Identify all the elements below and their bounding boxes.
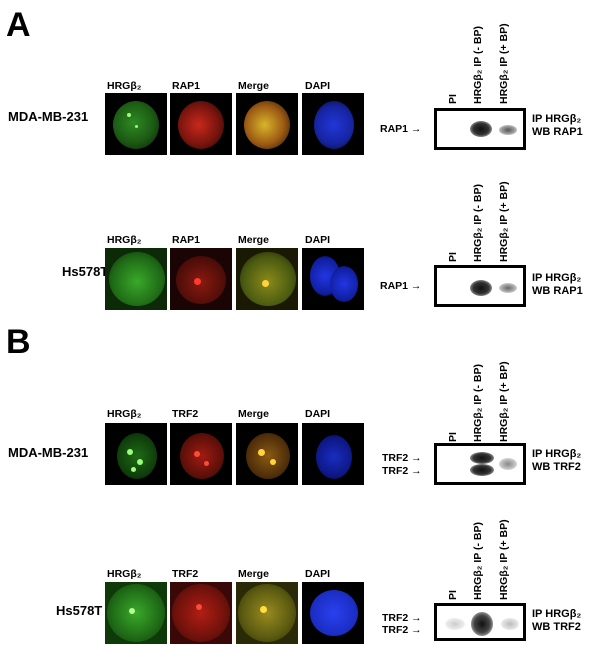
cell-line-label: Hs578T [56, 603, 103, 618]
channel-label-dapi: DAPI [305, 568, 331, 580]
channel-label-red: RAP1 [172, 234, 201, 246]
channel-label-merge: Merge [238, 80, 269, 92]
channel-label-green: HRGβ₂ [107, 234, 142, 246]
band-label-trf2-upper: TRF2 → [382, 612, 422, 624]
lane-label-minus-bp: HRGβ₂ IP (- BP) [472, 364, 484, 442]
band-label-trf2-lower: TRF2 → [382, 465, 422, 477]
panel-letter-a: A [6, 6, 31, 44]
micrograph-dapi [302, 93, 364, 155]
lane-label-pi: PI [447, 252, 459, 262]
lane-label-minus-bp: HRGβ₂ IP (- BP) [472, 522, 484, 600]
micrograph-dapi [302, 248, 364, 310]
lane-label-pi: PI [447, 94, 459, 104]
channel-label-merge: Merge [238, 234, 269, 246]
micrograph-red [170, 93, 232, 155]
micrograph-merge [236, 93, 298, 155]
channel-label-red: TRF2 [172, 568, 199, 580]
micrograph-red [170, 423, 232, 485]
micrograph-green [105, 423, 167, 485]
micrograph-red [170, 582, 232, 644]
channel-label-merge: Merge [238, 568, 269, 580]
micrograph-dapi [302, 423, 364, 485]
western-blot [434, 603, 526, 641]
lane-label-plus-bp: HRGβ₂ IP (+ BP) [498, 181, 510, 262]
lane-label-pi: PI [447, 590, 459, 600]
channel-label-dapi: DAPI [305, 80, 331, 92]
micrograph-merge [236, 582, 298, 644]
lane-label-minus-bp: HRGβ₂ IP (- BP) [472, 184, 484, 262]
lane-label-plus-bp: HRGβ₂ IP (+ BP) [498, 361, 510, 442]
cell-line-label: MDA-MB-231 [8, 109, 89, 124]
channel-label-merge: Merge [238, 408, 269, 420]
lane-label-plus-bp: HRGβ₂ IP (+ BP) [498, 519, 510, 600]
channel-label-dapi: DAPI [305, 408, 331, 420]
panel-letter-b: B [6, 323, 31, 361]
micrograph-dapi [302, 582, 364, 644]
micrograph-merge [236, 423, 298, 485]
channel-label-dapi: DAPI [305, 234, 331, 246]
western-blot [434, 443, 526, 485]
band-label-trf2-lower: TRF2 → [382, 624, 422, 636]
micrograph-merge [236, 248, 298, 310]
band-label-rap1: RAP1 → [380, 280, 422, 292]
channel-label-red: TRF2 [172, 408, 199, 420]
micrograph-green [105, 248, 167, 310]
micrograph-green [105, 582, 167, 644]
channel-label-green: HRGβ₂ [107, 568, 142, 580]
band-label-trf2-upper: TRF2 → [382, 452, 422, 464]
cell-line-label: MDA-MB-231 [8, 445, 89, 460]
lane-label-minus-bp: HRGβ₂ IP (- BP) [472, 26, 484, 104]
micrograph-red [170, 248, 232, 310]
band-label-rap1: RAP1 → [380, 123, 422, 135]
micrograph-green [105, 93, 167, 155]
cell-line-label: Hs578T [62, 264, 109, 279]
channel-label-red: RAP1 [172, 80, 201, 92]
lane-label-pi: PI [447, 432, 459, 442]
western-blot [434, 265, 526, 307]
lane-label-plus-bp: HRGβ₂ IP (+ BP) [498, 23, 510, 104]
channel-label-green: HRGβ₂ [107, 80, 142, 92]
western-blot [434, 108, 526, 150]
channel-label-green: HRGβ₂ [107, 408, 142, 420]
